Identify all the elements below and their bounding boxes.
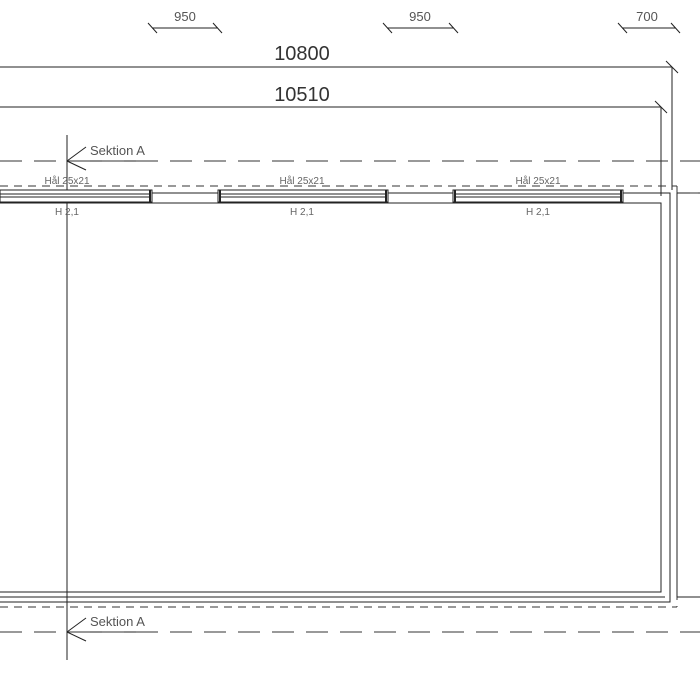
overall-inner-dimension-label: 10510 [274,84,330,106]
window-1-opening-label: Hål 25x21 [44,175,89,187]
section-marker-top-label: Sektion A [90,143,145,158]
spacing-dimension-2: 950 [382,9,459,34]
window-2-height-label: H 2,1 [290,207,314,218]
window-1-height-label: H 2,1 [55,207,79,218]
window-3-height-label: H 2,1 [526,207,550,218]
section-marker-bottom-label: Sektion A [90,614,145,629]
window-3-opening-label: Hål 25x21 [515,175,560,187]
window-1: Hål 25x21 H 2,1 [0,175,153,218]
window-2: Hål 25x21 H 2,1 [217,175,389,218]
spacing-dimension-3: 700 [617,9,681,34]
section-marker-top: Sektion A [66,143,150,171]
spacing-dimension-1-label: 950 [174,9,196,24]
overall-outer-dimension-label: 10800 [274,43,330,65]
spacing-dimension-2-label: 950 [409,9,431,24]
overall-inner-dimension: 10510 [0,84,668,196]
window-2-opening-label: Hål 25x21 [279,175,324,187]
building-walls [0,192,671,603]
dashed-reference-lines [0,160,700,633]
adjacent-structure [676,192,700,598]
overall-outer-dimension: 10800 [0,43,679,190]
window-3: Hål 25x21 H 2,1 [452,175,624,218]
spacing-dimension-1: 950 [147,9,223,34]
spacing-dimension-3-label: 700 [636,9,658,24]
section-marker-bottom: Sektion A [66,614,150,642]
